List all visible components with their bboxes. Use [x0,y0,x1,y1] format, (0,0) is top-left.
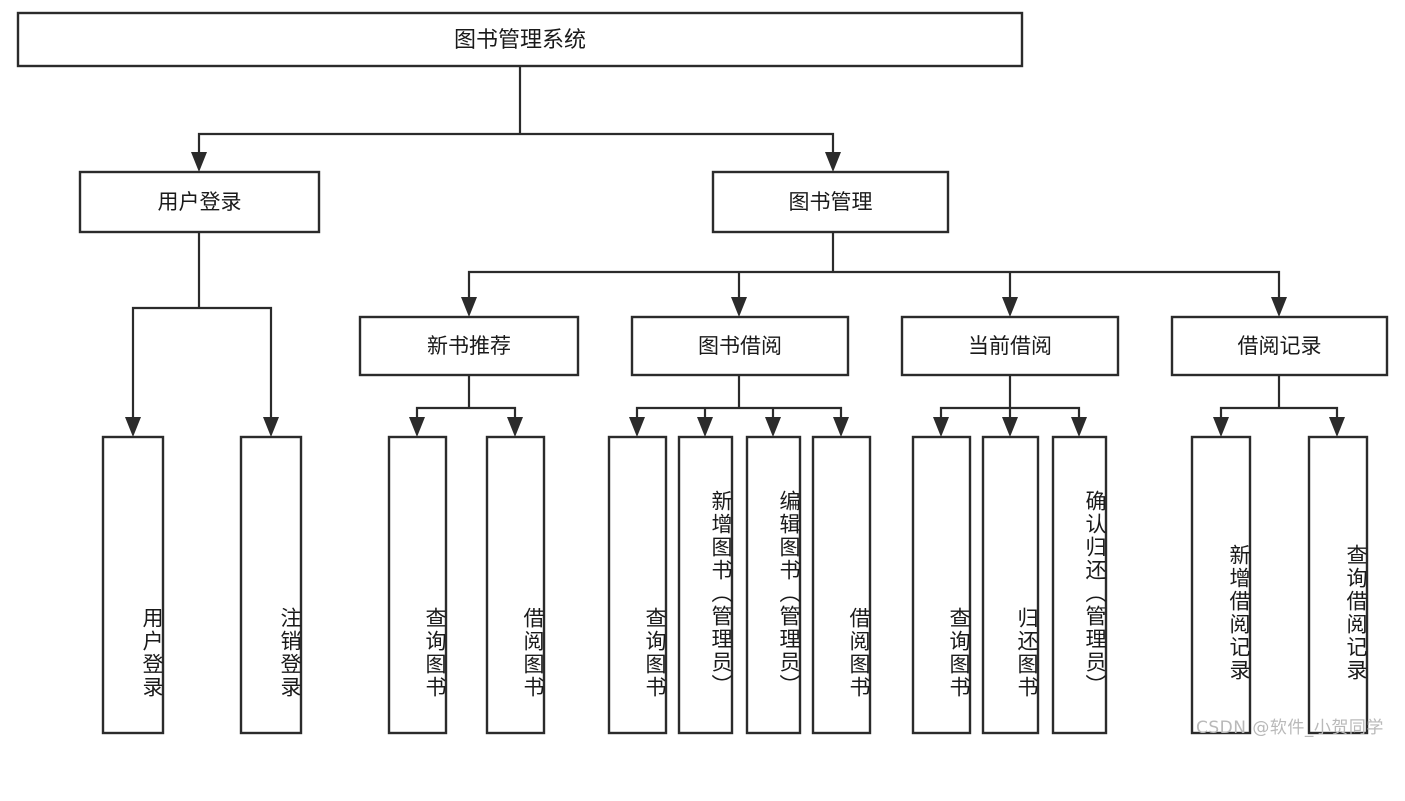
connector-root-to-level2 [197,64,835,162]
node-leaf-edit-book[interactable] [745,435,802,735]
node-root-label: 图书管理系统 [454,28,586,53]
node-leaf-add-record[interactable] [1190,435,1252,735]
node-borrow-record[interactable]: 借阅记录 [1170,315,1389,377]
node-leaf-query-record[interactable] [1307,435,1369,735]
node-book-borrow[interactable]: 图书借阅 [630,315,850,377]
arrowhead-book-borrow [731,297,747,317]
node-leaf-confirm-return[interactable] [1051,435,1108,735]
arrowhead-leaf-query-book-3 [933,417,949,437]
node-leaf-query-book-2[interactable] [607,435,668,735]
node-current-borrow[interactable]: 当前借阅 [900,315,1120,377]
node-book-manage[interactable]: 图书管理 [711,170,950,234]
flowchart-canvas: 图书管理系统 用户登录 图书管理 新书推荐 图书借阅 [16,11,1389,738]
arrowhead-leaf-query-record [1329,417,1345,437]
arrowhead-leaf-add-record [1213,417,1229,437]
connector-userlogin-to-leaves [131,230,273,427]
arrowhead-leaf-borrow-book-1 [507,417,523,437]
node-leaf-return-book[interactable] [981,435,1040,735]
node-leaf-add-book[interactable] [677,435,734,735]
node-current-borrow-label: 当前借阅 [968,334,1052,358]
connector-bookborrow-to-leaves [635,373,843,427]
arrowhead-leaf-borrow-book-2 [833,417,849,437]
node-root[interactable]: 图书管理系统 [16,11,1024,68]
node-new-book-recommend-label: 新书推荐 [427,334,511,358]
node-user-login-label: 用户登录 [158,190,242,214]
arrowhead-leaf-return-book [1002,417,1018,437]
connector-currentborrow-to-leaves [939,373,1081,427]
node-layer: 图书管理系统 用户登录 图书管理 新书推荐 图书借阅 [16,11,1389,735]
connector-bookmanage-to-level3 [467,230,1281,307]
connector-newbook-to-leaves [415,373,517,427]
node-leaf-query-book-3[interactable] [911,435,972,735]
arrowhead-leaf-query-book-2 [629,417,645,437]
arrowhead-current-borrow [1002,297,1018,317]
arrowhead-leaf-logout-login [263,417,279,437]
arrowhead-user-login [191,152,207,172]
arrowhead-book-manage [825,152,841,172]
arrowhead-leaf-edit-book [765,417,781,437]
arrowhead-leaf-confirm-return [1071,417,1087,437]
csdn-watermark: CSDN @软件_小贺同学 [1196,718,1384,738]
node-leaf-borrow-book-1[interactable] [485,435,546,735]
flowchart-svg: 图书管理系统 用户登录 图书管理 新书推荐 图书借阅 [16,11,1389,735]
arrowhead-leaf-query-book-1 [409,417,425,437]
node-book-manage-label: 图书管理 [789,190,873,214]
node-leaf-user-login[interactable] [101,435,165,735]
node-user-login[interactable]: 用户登录 [78,170,321,234]
node-book-borrow-label: 图书借阅 [698,334,782,358]
arrowhead-borrow-record [1271,297,1287,317]
arrowhead-new-book-recommend [461,297,477,317]
node-new-book-recommend[interactable]: 新书推荐 [358,315,580,377]
arrowhead-leaf-add-book [697,417,713,437]
connector-borrowrecord-to-leaves [1219,373,1339,427]
node-leaf-logout-login[interactable] [239,435,303,735]
node-leaf-borrow-book-2[interactable] [811,435,872,735]
arrowhead-leaf-user-login [125,417,141,437]
connector-layer [125,64,1345,437]
node-borrow-record-label: 借阅记录 [1238,334,1322,358]
node-leaf-query-book-1[interactable] [387,435,448,735]
